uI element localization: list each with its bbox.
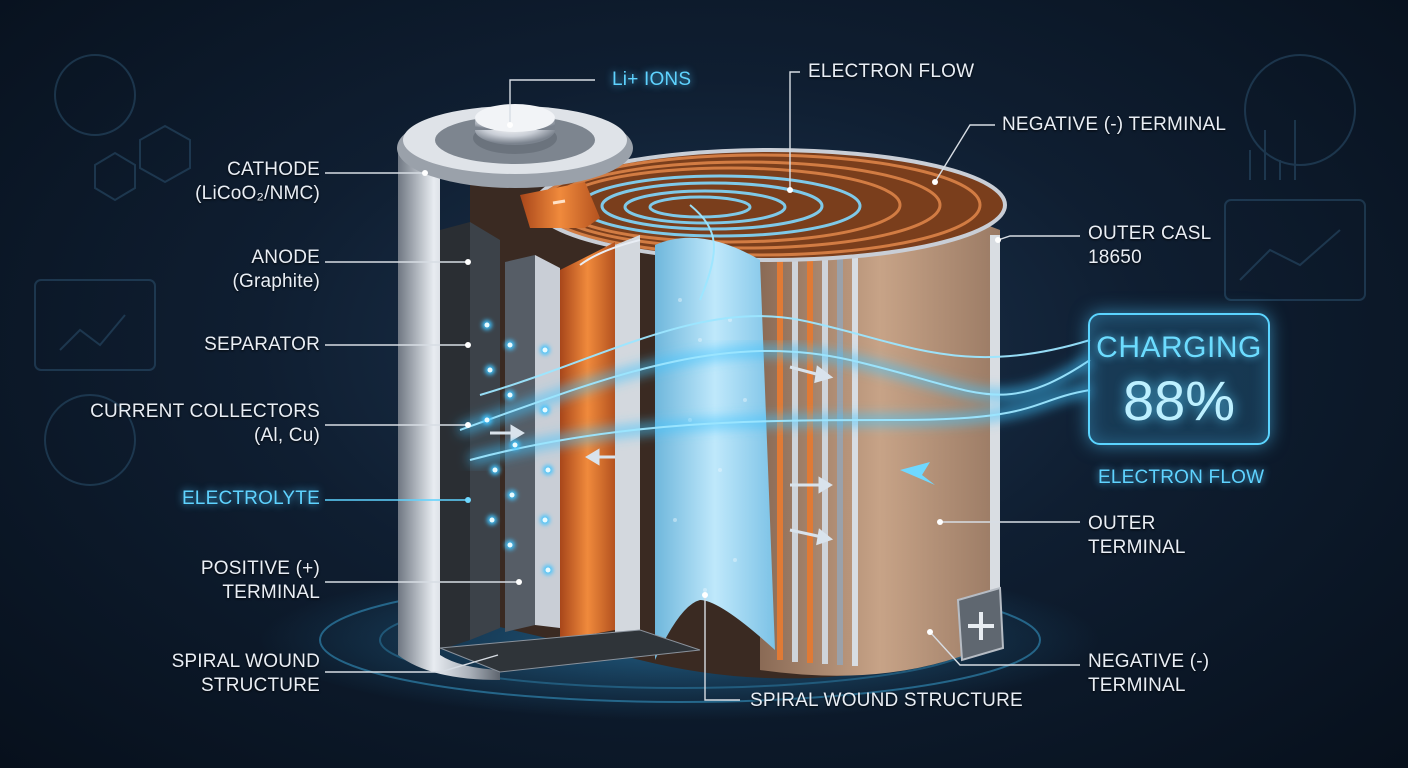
- charging-status-value: 88%: [1122, 369, 1236, 432]
- leader-lines: [325, 71, 1080, 701]
- label-outer-case-line2: 18650: [1088, 247, 1142, 268]
- label-positive-terminal: POSITIVE (+) TERMINAL: [201, 557, 320, 605]
- electron-flow-streams: [458, 204, 1093, 465]
- label-negative-terminal-bottom: NEGATIVE (-) TERMINAL: [1088, 650, 1209, 698]
- background-decor: [34, 54, 1366, 486]
- label-positive-terminal-line1: POSITIVE (+): [200, 558, 320, 579]
- label-outer-terminal-line2: TERMINAL: [1088, 537, 1186, 558]
- label-outer-terminal: OUTER TERMINAL: [1088, 512, 1186, 560]
- label-negative-terminal-bottom-line2: TERMINAL: [1088, 675, 1186, 696]
- outer-case: [397, 104, 701, 680]
- plus-terminal-icon: [956, 586, 1005, 662]
- leader-dots: [422, 122, 1001, 635]
- label-anode-line2: (Graphite): [232, 271, 320, 292]
- label-current-collectors-line2: (Al, Cu): [254, 425, 320, 446]
- label-cathode-line1: CATHODE: [227, 159, 320, 180]
- label-cathode-line2: (LiCoO₂/NMC): [195, 183, 320, 204]
- label-separator: SEPARATOR: [204, 334, 320, 355]
- charging-status-panel: CHARGING 88%: [1088, 313, 1270, 445]
- label-outer-terminal-line1: OUTER: [1088, 513, 1156, 534]
- label-current-collectors-line1: CURRENT COLLECTORS: [90, 401, 320, 422]
- label-cathode: CATHODE (LiCoO₂/NMC): [195, 158, 320, 206]
- label-outer-case: OUTER CASL 18650: [1088, 222, 1211, 270]
- label-electron-flow-top: ELECTRON FLOW: [808, 61, 975, 82]
- label-spiral-wound-left-line1: SPIRAL WOUND: [171, 651, 320, 672]
- label-anode-line1: ANODE: [251, 247, 320, 268]
- label-anode: ANODE (Graphite): [232, 246, 320, 294]
- label-electron-flow-right: ELECTRON FLOW: [1098, 467, 1265, 488]
- minus-tab-icon: [520, 182, 600, 228]
- separator-sheet: [655, 237, 775, 660]
- label-spiral-wound-left-line2: STRUCTURE: [201, 675, 320, 696]
- label-current-collectors: CURRENT COLLECTORS (Al, Cu): [90, 400, 320, 448]
- label-spiral-wound-left: SPIRAL WOUND STRUCTURE: [172, 650, 320, 698]
- label-outer-case-line1: OUTER CASL: [1088, 223, 1212, 244]
- label-negative-terminal-top: NEGATIVE (-) TERMINAL: [1002, 114, 1227, 135]
- flow-arrow-right: [900, 462, 935, 485]
- label-spiral-wound-bottom: SPIRAL WOUND STRUCTURE: [750, 690, 1023, 711]
- label-li-ions: Li+ IONS: [612, 69, 692, 90]
- li-ion-particles: [482, 320, 553, 575]
- charging-status-title: CHARGING: [1096, 331, 1262, 364]
- ion-arrows: [490, 365, 834, 546]
- label-negative-terminal-bottom-line1: NEGATIVE (-): [1088, 651, 1210, 672]
- label-electrolyte: ELECTROLYTE: [181, 488, 320, 509]
- label-positive-terminal-line2: TERMINAL: [222, 582, 320, 603]
